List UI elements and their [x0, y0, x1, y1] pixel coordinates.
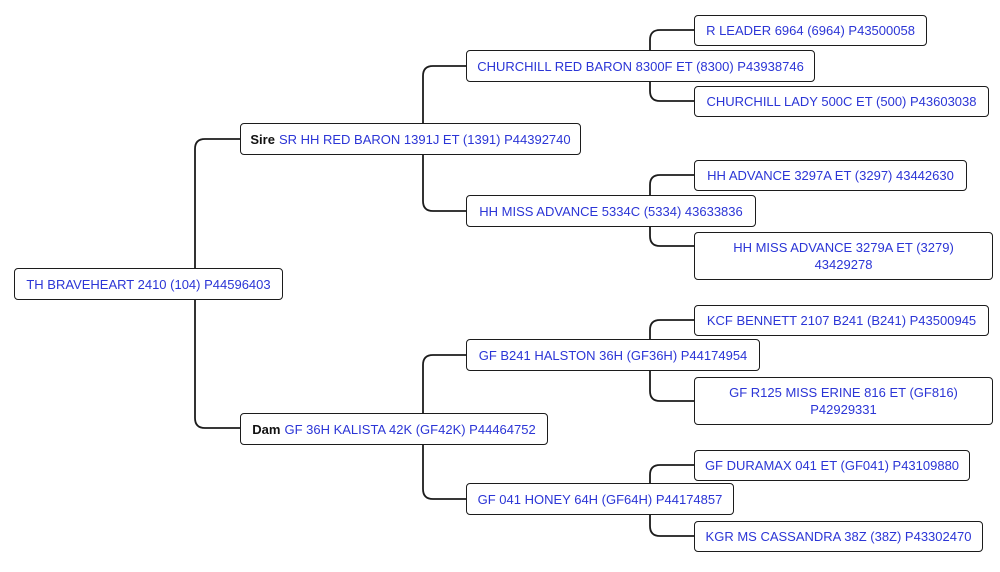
great-grandparent-name: HH ADVANCE 3297A ET (3297) 43442630 — [707, 168, 954, 183]
great-grandparent-name: CHURCHILL LADY 500C ET (500) P43603038 — [706, 94, 977, 109]
great-grandparent-node[interactable]: CHURCHILL LADY 500C ET (500) P43603038 — [694, 86, 989, 117]
great-grandparent-name: R LEADER 6964 (6964) P43500058 — [706, 23, 915, 38]
great-grandparent-node[interactable]: GF DURAMAX 041 ET (GF041) P43109880 — [694, 450, 970, 481]
root-animal-name: TH BRAVEHEART 2410 (104) P44596403 — [26, 276, 271, 292]
connector-dam-sire — [649, 319, 694, 402]
paternal-granddam-node[interactable]: HH MISS ADVANCE 5334C (5334) 43633836 — [466, 195, 756, 227]
great-grandparent-name: GF DURAMAX 041 ET (GF041) P43109880 — [704, 458, 960, 473]
paternal-grandsire-node[interactable]: CHURCHILL RED BARON 8300F ET (8300) P439… — [466, 50, 815, 82]
maternal-grandsire-name: GF B241 HALSTON 36H (GF36H) P44174954 — [478, 347, 748, 363]
dam-name: GF 36H KALISTA 42K (GF42K) P44464752 — [284, 421, 536, 437]
connector-dam — [422, 354, 466, 500]
sire-name: SR HH RED BARON 1391J ET (1391) P4439274… — [278, 131, 571, 147]
dam-role-label: Dam — [252, 421, 281, 437]
connector-dam-dam — [649, 464, 694, 537]
great-grandparent-name: HH MISS ADVANCE 3279A ET (3279) 43429278 — [733, 240, 954, 272]
maternal-grandsire-node[interactable]: GF B241 HALSTON 36H (GF36H) P44174954 — [466, 339, 760, 371]
great-grandparent-node[interactable]: HH MISS ADVANCE 3279A ET (3279) 43429278 — [694, 232, 993, 280]
paternal-grandsire-name: CHURCHILL RED BARON 8300F ET (8300) P439… — [477, 58, 804, 74]
great-grandparent-node[interactable]: KGR MS CASSANDRA 38Z (38Z) P43302470 — [694, 521, 983, 552]
great-grandparent-node[interactable]: GF R125 MISS ERINE 816 ET (GF816) P42929… — [694, 377, 993, 425]
great-grandparent-node[interactable]: R LEADER 6964 (6964) P43500058 — [694, 15, 927, 46]
great-grandparent-name: KCF BENNETT 2107 B241 (B241) P43500945 — [706, 313, 977, 328]
connector-sire — [422, 65, 466, 212]
root-animal-node[interactable]: TH BRAVEHEART 2410 (104) P44596403 — [14, 268, 283, 300]
sire-role-label: Sire — [250, 131, 275, 147]
great-grandparent-name: GF R125 MISS ERINE 816 ET (GF816) P42929… — [729, 385, 958, 417]
great-grandparent-name: KGR MS CASSANDRA 38Z (38Z) P43302470 — [705, 529, 972, 544]
sire-node[interactable]: Sire SR HH RED BARON 1391J ET (1391) P44… — [240, 123, 581, 155]
maternal-granddam-name: GF 041 HONEY 64H (GF64H) P44174857 — [477, 491, 723, 507]
paternal-granddam-name: HH MISS ADVANCE 5334C (5334) 43633836 — [479, 203, 743, 219]
maternal-granddam-node[interactable]: GF 041 HONEY 64H (GF64H) P44174857 — [466, 483, 734, 515]
great-grandparent-node[interactable]: KCF BENNETT 2107 B241 (B241) P43500945 — [694, 305, 989, 336]
great-grandparent-node[interactable]: HH ADVANCE 3297A ET (3297) 43442630 — [694, 160, 967, 191]
dam-node[interactable]: Dam GF 36H KALISTA 42K (GF42K) P44464752 — [240, 413, 548, 445]
connector-root — [194, 138, 240, 429]
connector-sire-sire — [649, 29, 694, 102]
connector-sire-dam — [649, 174, 694, 247]
